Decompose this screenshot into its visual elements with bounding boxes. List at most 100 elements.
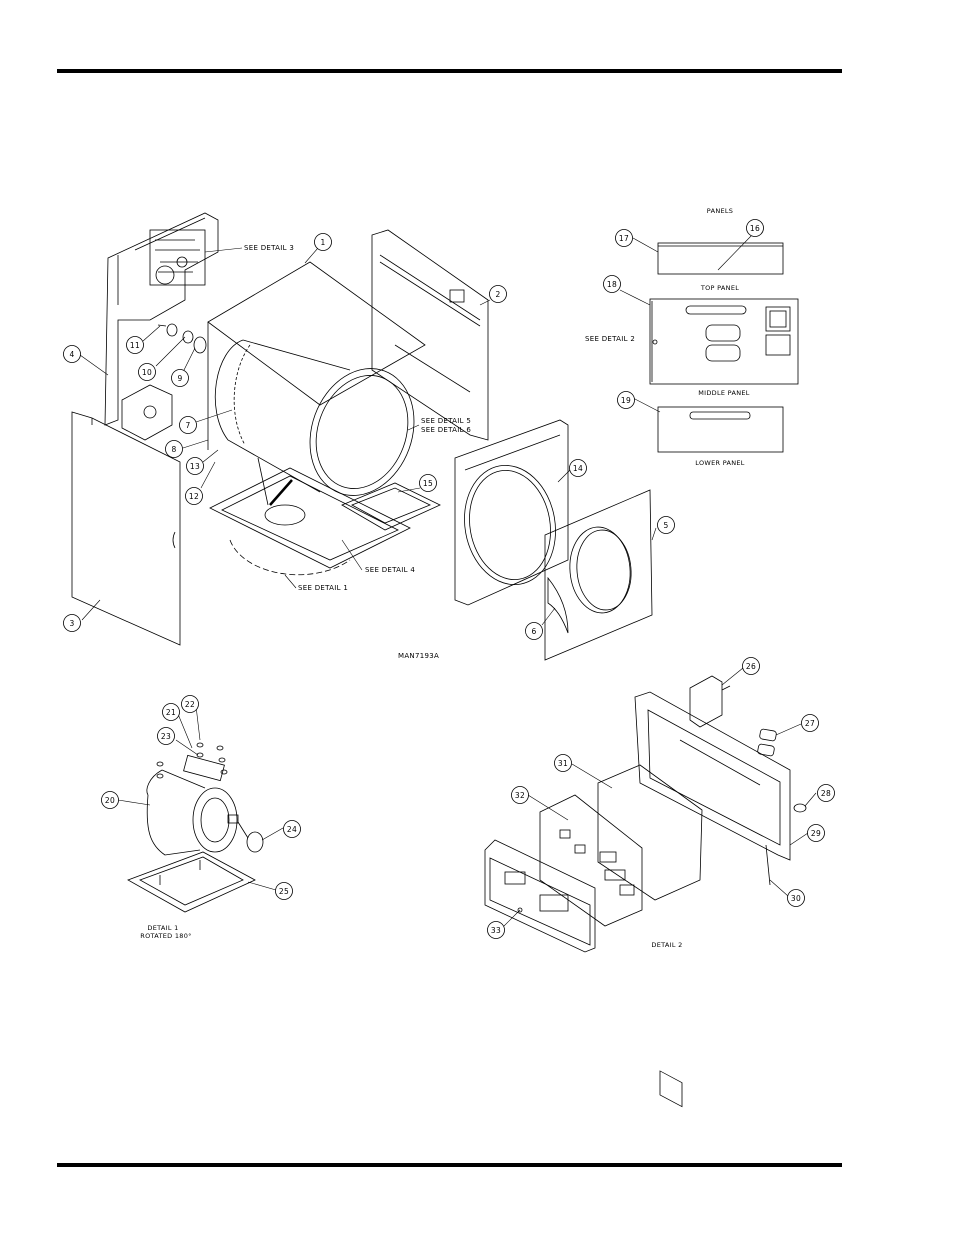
callout-number: 10 xyxy=(142,368,152,377)
callout-number: 23 xyxy=(161,732,171,741)
callout-30: 30 xyxy=(787,889,805,907)
callout-9: 9 xyxy=(171,369,189,387)
callout-23: 23 xyxy=(157,727,175,745)
label-see-detail-5: SEE DETAIL 5 xyxy=(421,417,471,425)
callout-8: 8 xyxy=(165,440,183,458)
callout-19: 19 xyxy=(617,391,635,409)
callout-4: 4 xyxy=(63,345,81,363)
lower-control-panel xyxy=(657,406,784,453)
top-panel xyxy=(207,261,426,406)
callout-5: 5 xyxy=(657,516,675,534)
callout-15: 15 xyxy=(419,474,437,492)
lint-drawer xyxy=(341,482,441,531)
callout-21: 21 xyxy=(162,703,180,721)
callout-18: 18 xyxy=(603,275,621,293)
callout-number: 20 xyxy=(105,796,115,805)
callout-number: 21 xyxy=(166,708,176,717)
door-panel xyxy=(544,489,653,661)
callout-number: 8 xyxy=(171,445,176,454)
callout-number: 11 xyxy=(130,341,140,350)
callout-14: 14 xyxy=(569,459,587,477)
header-rule xyxy=(57,69,842,73)
callout-number: 22 xyxy=(185,700,195,709)
callout-number: 5 xyxy=(663,521,668,530)
callout-10: 10 xyxy=(138,363,156,381)
motor-base xyxy=(127,851,256,913)
callout-number: 25 xyxy=(279,887,289,896)
label-detail-1-line1: DETAIL 1 xyxy=(147,924,178,932)
middle-control-panel xyxy=(649,298,799,385)
callout-17: 17 xyxy=(615,229,633,247)
rear-wall xyxy=(371,229,489,441)
label-see-detail-1: SEE DETAIL 1 xyxy=(298,584,348,592)
callout-22: 22 xyxy=(181,695,199,713)
callout-number: 33 xyxy=(491,926,501,935)
main-assembly xyxy=(71,212,653,661)
callout-13: 13 xyxy=(186,457,204,475)
callout-number: 26 xyxy=(746,662,756,671)
footer-rule xyxy=(57,1163,842,1167)
front-bulkhead xyxy=(454,419,569,606)
callout-32: 32 xyxy=(511,786,529,804)
callout-33: 33 xyxy=(487,921,505,939)
callout-number: 31 xyxy=(558,759,568,768)
control-panel-frame xyxy=(634,691,791,861)
callout-28: 28 xyxy=(817,784,835,802)
callout-1: 1 xyxy=(314,233,332,251)
callout-11: 11 xyxy=(126,336,144,354)
circuit-board xyxy=(539,794,643,927)
callout-number: 2 xyxy=(495,290,500,299)
label-see-detail-4: SEE DETAIL 4 xyxy=(365,566,415,574)
callout-12: 12 xyxy=(185,487,203,505)
callout-3: 3 xyxy=(63,614,81,632)
callout-6: 6 xyxy=(525,622,543,640)
callout-number: 17 xyxy=(619,234,629,243)
label-see-detail-6: SEE DETAIL 6 xyxy=(421,426,471,434)
callout-16: 16 xyxy=(746,219,764,237)
panels-group xyxy=(649,242,799,453)
callout-number: 27 xyxy=(805,719,815,728)
callout-number: 29 xyxy=(811,829,821,838)
drum xyxy=(214,339,415,496)
callout-20: 20 xyxy=(101,791,119,809)
callout-31: 31 xyxy=(554,754,572,772)
callout-number: 30 xyxy=(791,894,801,903)
callout-number: 13 xyxy=(190,462,200,471)
label-lower-panel: LOWER PANEL xyxy=(695,459,745,467)
leader-lines xyxy=(79,234,817,929)
callout-number: 7 xyxy=(185,421,190,430)
gas-valve-assembly xyxy=(149,229,206,286)
callout-26: 26 xyxy=(742,657,760,675)
callout-number: 6 xyxy=(531,627,536,636)
detail-2-controls xyxy=(484,675,807,1108)
callout-number: 12 xyxy=(189,492,199,501)
label-detail-1-line2: ROTATED 180° xyxy=(140,932,191,940)
top-control-panel xyxy=(657,242,784,275)
callout-29: 29 xyxy=(807,824,825,842)
callout-number: 32 xyxy=(515,791,525,800)
detail-1-motor xyxy=(127,742,264,913)
label-detail-2: DETAIL 2 xyxy=(651,941,682,949)
label-drawing-number: MAN7193A xyxy=(398,652,439,660)
callout-7: 7 xyxy=(179,416,197,434)
callout-number: 15 xyxy=(423,479,433,488)
callout-number: 14 xyxy=(573,464,583,473)
callout-25: 25 xyxy=(275,882,293,900)
callout-number: 19 xyxy=(621,396,631,405)
callout-number: 16 xyxy=(750,224,760,233)
label-panels-title: PANELS xyxy=(707,207,733,215)
label-middle-panel: MIDDLE PANEL xyxy=(698,389,750,397)
callout-2: 2 xyxy=(489,285,507,303)
front-panel xyxy=(71,411,181,646)
callout-number: 4 xyxy=(69,350,74,359)
callout-number: 9 xyxy=(177,374,182,383)
callout-27: 27 xyxy=(801,714,819,732)
label-see-detail-2: SEE DETAIL 2 xyxy=(585,335,635,343)
control-cover xyxy=(484,839,596,953)
back-panel xyxy=(104,212,219,426)
label-top-panel: TOP PANEL xyxy=(700,284,739,292)
callout-number: 18 xyxy=(607,280,617,289)
callout-number: 1 xyxy=(320,238,325,247)
